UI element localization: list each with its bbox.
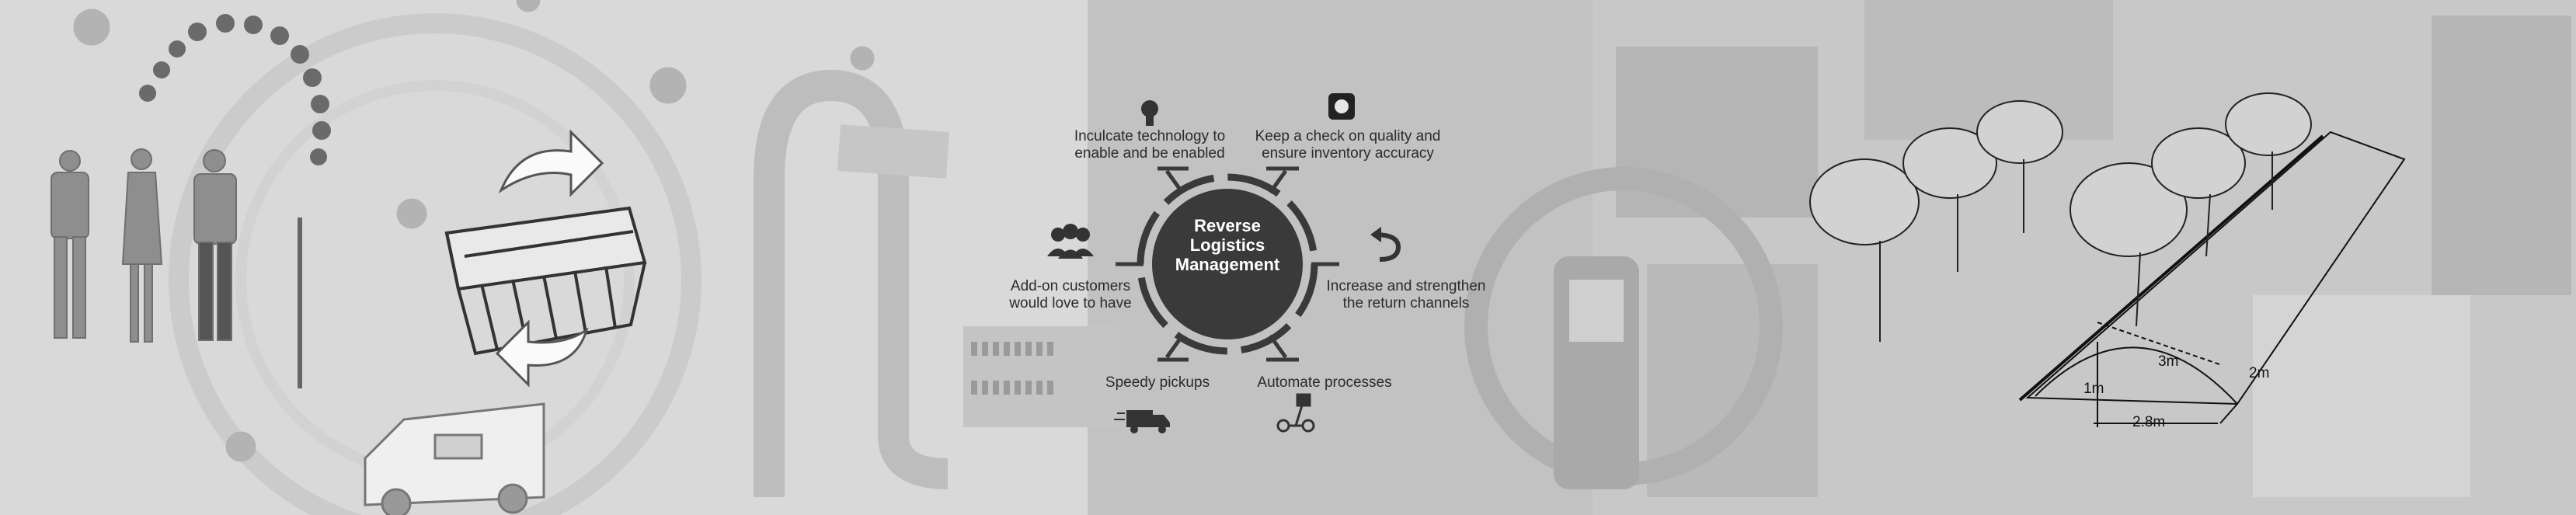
automation-icon <box>1276 393 1315 433</box>
item-customers-line2: would love to have <box>1009 295 1132 311</box>
item-returns-line1: Increase and strengthen <box>1326 278 1486 294</box>
hub-title-line1: Reverse <box>1194 216 1261 235</box>
item-pickups: Speedy pickups <box>1088 374 1227 391</box>
lightbulb-icon <box>1141 100 1158 126</box>
quality-check-icon <box>1328 93 1355 120</box>
hub-title-line3: Management <box>1175 255 1280 274</box>
hub-title-line2: Logistics <box>1189 235 1265 255</box>
trees-sketch <box>1809 92 2312 342</box>
return-arrow-icon <box>1370 227 1401 262</box>
hub-title: Reverse Logistics Management <box>1142 216 1313 274</box>
item-inculcate-line1: Inculcate technology to <box>1074 128 1226 144</box>
item-pickups-line1: Speedy pickups <box>1105 374 1210 391</box>
dimension-height: 1m <box>2083 381 2104 397</box>
dimension-length: 2.8m <box>2132 414 2166 430</box>
item-quality-line1: Keep a check on quality and <box>1255 128 1441 144</box>
item-returns-line2: the return channels <box>1342 295 1470 311</box>
dimension-width: 3m <box>2158 353 2179 370</box>
people-icon <box>1047 224 1094 259</box>
dimension-depth: 2m <box>2249 365 2270 381</box>
item-automate: Automate processes <box>1243 374 1406 391</box>
item-inculcate: Inculcate technology to enable and be en… <box>1057 128 1243 162</box>
item-customers: Add-on customers would love to have <box>993 278 1148 312</box>
item-quality-line2: ensure inventory accuracy <box>1262 145 1434 162</box>
item-customers-line1: Add-on customers <box>1010 278 1131 294</box>
delivery-truck-icon <box>1114 410 1170 433</box>
item-returns: Increase and strengthen the return chann… <box>1313 278 1499 312</box>
item-automate-line1: Automate processes <box>1257 374 1392 391</box>
item-quality: Keep a check on quality and ensure inven… <box>1243 128 1453 162</box>
item-inculcate-line2: enable and be enabled <box>1074 145 1225 162</box>
